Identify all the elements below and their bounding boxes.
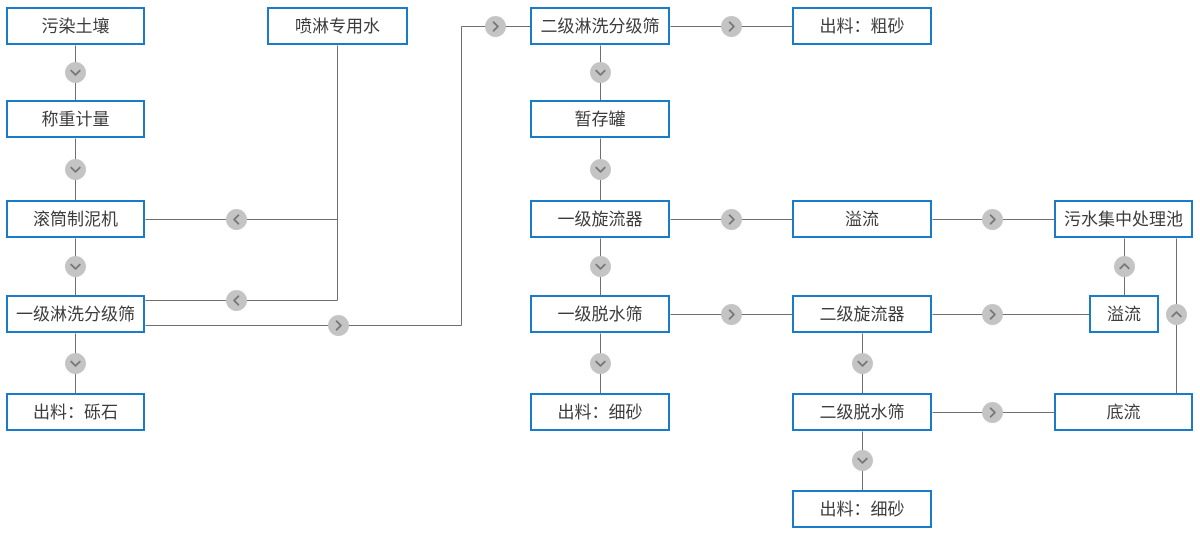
node-primary-dewatering-screen: 一级脱水筛: [530, 295, 670, 333]
arrow-left-icon: [225, 208, 247, 230]
arrow-right-icon: [720, 208, 742, 230]
node-label: 二级淋洗分级筛: [540, 16, 660, 36]
node-output-coarse-sand: 出料：粗砂: [792, 7, 932, 45]
node-label: 二级脱水筛: [819, 402, 905, 422]
node-wastewater-pool: 污水集中处理池: [1054, 200, 1193, 238]
arrow-right-icon: [327, 314, 349, 336]
arrow-down-icon: [589, 61, 611, 83]
arrow-up-icon: [1165, 303, 1187, 325]
arrow-down-icon: [589, 255, 611, 277]
node-label: 出料：粗砂: [819, 16, 905, 36]
node-label: 出料：细砂: [819, 499, 905, 519]
arrow-left-icon: [225, 289, 247, 311]
node-secondary-cyclone: 二级旋流器: [792, 295, 932, 333]
node-label: 暂存罐: [574, 109, 626, 129]
node-primary-cyclone: 一级旋流器: [530, 200, 670, 238]
node-overflow-1: 溢流: [792, 200, 932, 238]
arrow-down-icon: [64, 158, 86, 180]
node-storage-tank: 暂存罐: [530, 100, 670, 138]
node-weighing: 称重计量: [6, 100, 145, 138]
node-secondary-dewatering-screen: 二级脱水筛: [792, 393, 932, 431]
node-label: 一级旋流器: [557, 209, 643, 229]
node-underflow: 底流: [1054, 393, 1193, 431]
node-label: 溢流: [1107, 304, 1141, 324]
arrow-right-icon: [720, 303, 742, 325]
arrow-down-icon: [64, 255, 86, 277]
node-primary-washing-screen: 一级淋洗分级筛: [6, 295, 145, 333]
node-label: 底流: [1106, 402, 1141, 422]
node-label: 二级旋流器: [819, 304, 905, 324]
arrow-right-icon: [981, 401, 1003, 423]
node-label: 一级脱水筛: [557, 304, 643, 324]
arrow-down-icon: [64, 61, 86, 83]
arrow-down-icon: [64, 352, 86, 374]
arrow-down-icon: [851, 449, 873, 471]
node-drum-mud-machine: 滚筒制泥机: [6, 200, 145, 238]
node-label: 溢流: [845, 209, 879, 229]
arrow-down-icon: [851, 352, 873, 374]
node-label: 污染土壤: [41, 16, 110, 36]
arrow-down-icon: [589, 352, 611, 374]
node-label: 称重计量: [41, 109, 110, 129]
arrow-right-icon: [484, 15, 506, 37]
node-label: 出料：砾石: [33, 402, 118, 422]
node-overflow-2: 溢流: [1089, 295, 1159, 333]
node-output-fine-sand-2: 出料：细砂: [792, 490, 932, 528]
node-label: 滚筒制泥机: [33, 209, 118, 229]
arrow-right-icon: [720, 15, 742, 37]
node-label: 出料：细砂: [557, 402, 643, 422]
node-label: 喷淋专用水: [295, 16, 380, 36]
node-spray-water: 喷淋专用水: [267, 7, 408, 45]
node-secondary-washing-screen: 二级淋洗分级筛: [530, 7, 670, 45]
arrow-right-icon: [981, 303, 1003, 325]
node-label: 污水集中处理池: [1064, 209, 1183, 229]
node-contaminated-soil: 污染土壤: [6, 7, 145, 45]
arrow-up-icon: [1113, 255, 1135, 277]
node-output-gravel: 出料：砾石: [6, 393, 145, 431]
arrow-down-icon: [589, 158, 611, 180]
node-output-fine-sand-1: 出料：细砂: [530, 393, 670, 431]
arrow-right-icon: [981, 208, 1003, 230]
node-label: 一级淋洗分级筛: [16, 304, 135, 324]
